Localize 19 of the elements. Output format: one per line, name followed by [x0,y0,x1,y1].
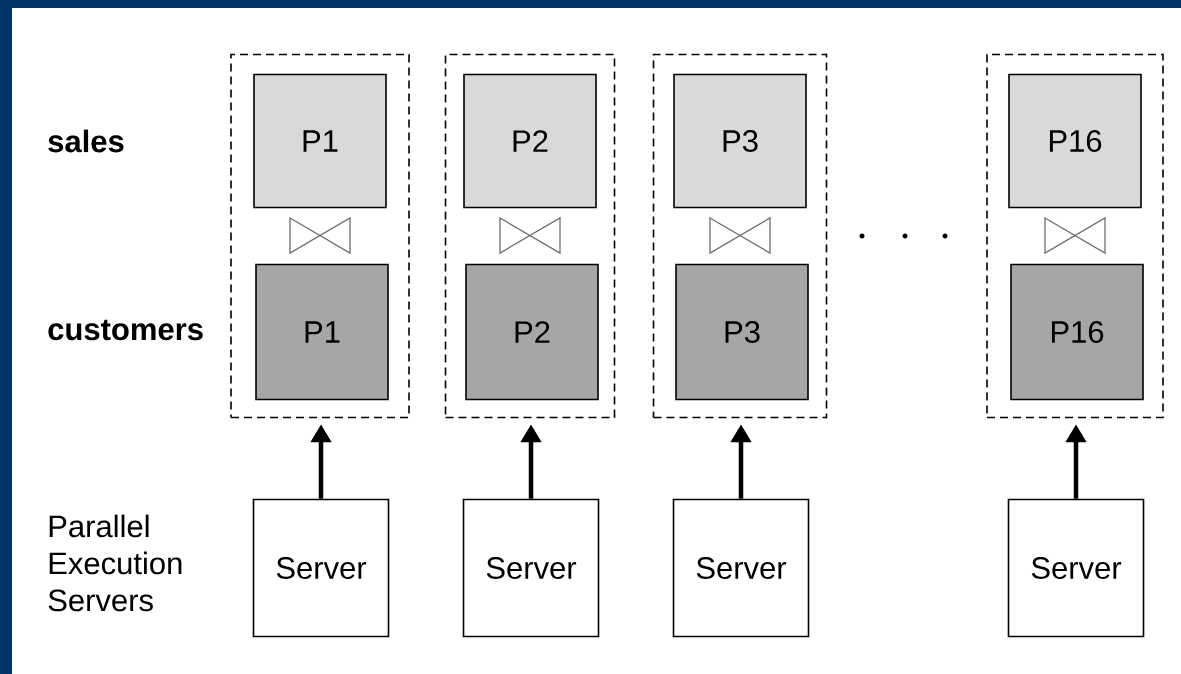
partition-group [652,53,828,419]
partition-group [986,53,1164,419]
server-box: Server [1007,498,1145,638]
partition-box: P1 [253,73,387,209]
partition-group [230,53,410,419]
row-label: customers [48,319,203,341]
partition-box: P2 [463,73,597,209]
server-box: Server [462,498,600,638]
partition-box: P16 [1010,263,1144,401]
partition-box: P3 [675,263,809,401]
server-box: Server [672,498,810,638]
partition-box: P2 [465,263,599,401]
partition-box: P16 [1008,73,1142,209]
partition-group [444,53,616,419]
partition-box: P3 [673,73,807,209]
partition-box: P1 [255,263,389,401]
row-label: sales [48,129,124,153]
row-label: Parallel Execution Servers [48,514,182,612]
server-box: Server [252,498,390,638]
